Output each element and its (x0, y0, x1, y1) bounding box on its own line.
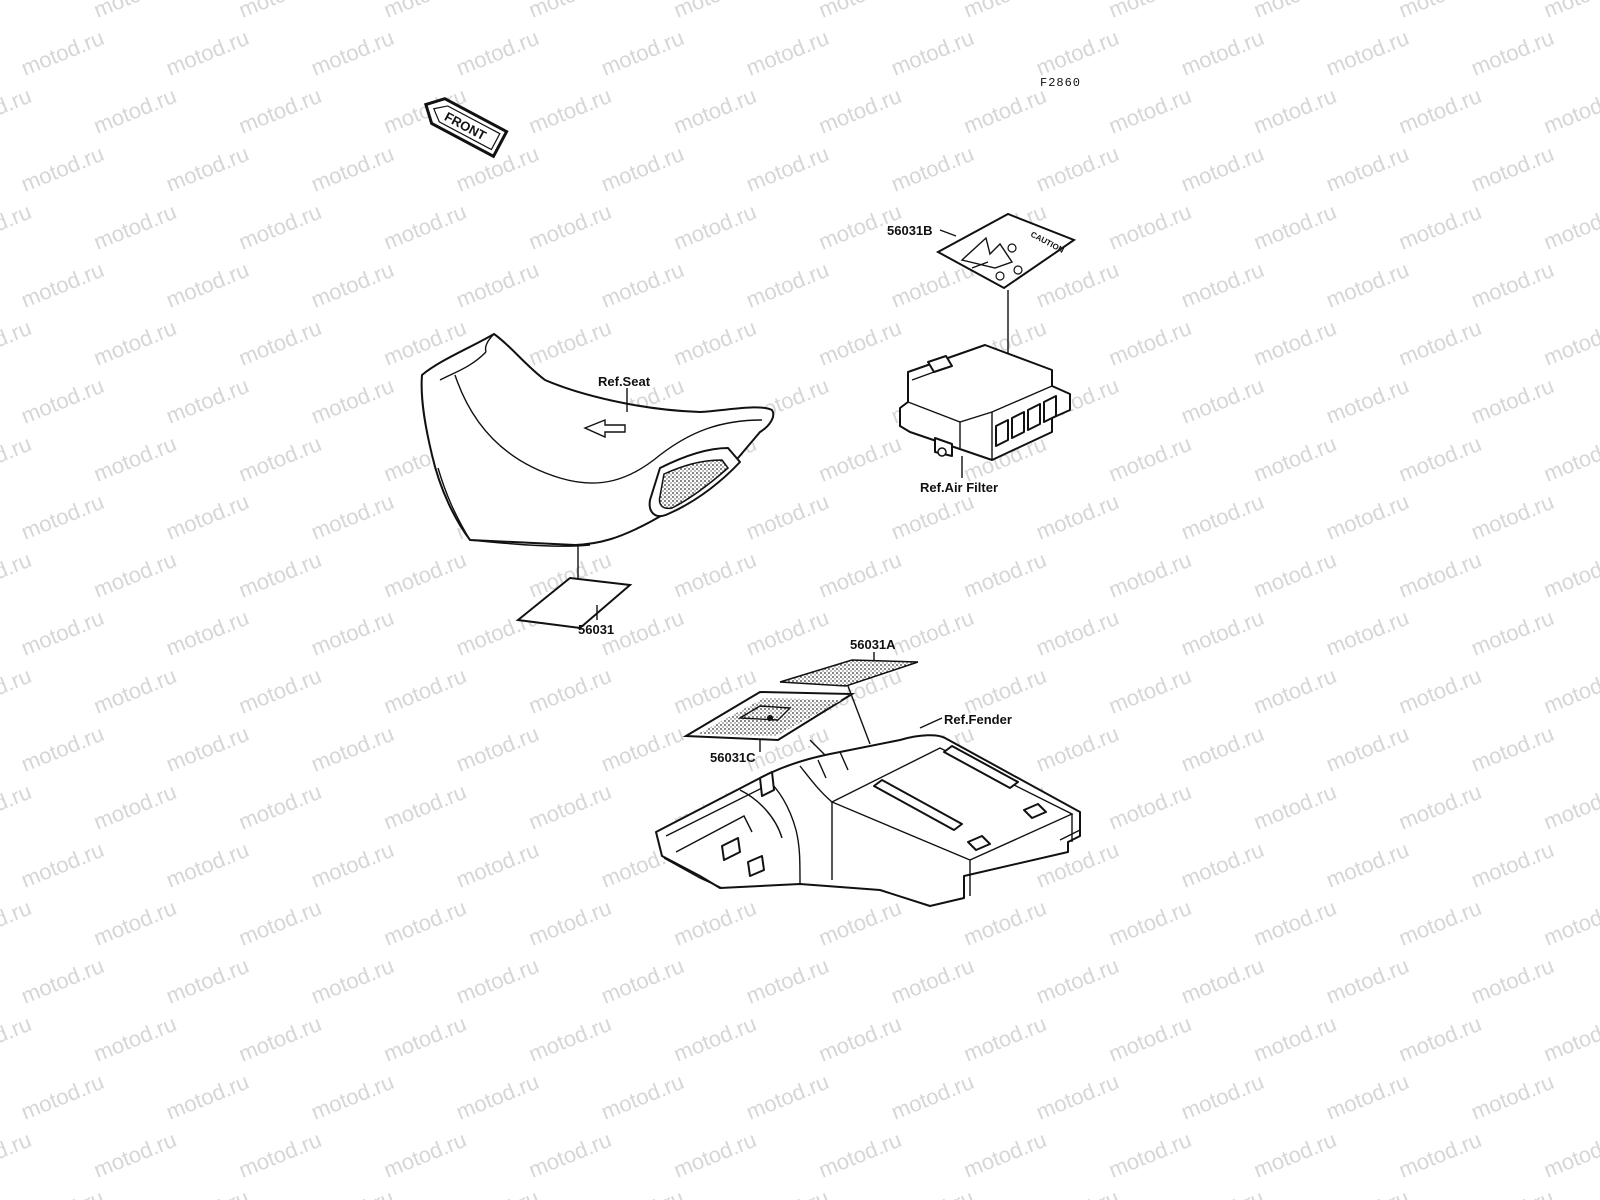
ref-air-filter-label: Ref.Air Filter (920, 480, 998, 495)
part-56031A-label: 56031A (850, 637, 896, 652)
seat-drawing (420, 333, 775, 547)
ref-fender-label: Ref.Fender (944, 712, 1012, 727)
air-filter-drawing (899, 344, 1071, 461)
figure-code: F2860 (1040, 76, 1081, 90)
front-arrow-icon: FRONT (423, 97, 509, 159)
part-56031-label: 56031 (578, 622, 614, 637)
decal-56031 (515, 576, 633, 630)
caution-decal-56031B: CAUTION (935, 212, 1077, 290)
decal-56031C (682, 690, 856, 742)
decal-56031A (779, 659, 919, 687)
part-56031C-label: 56031C (710, 750, 756, 765)
ref-seat-label: Ref.Seat (598, 374, 651, 389)
part-56031B-label: 56031B (887, 223, 933, 238)
rear-fender-drawing (655, 734, 1081, 907)
